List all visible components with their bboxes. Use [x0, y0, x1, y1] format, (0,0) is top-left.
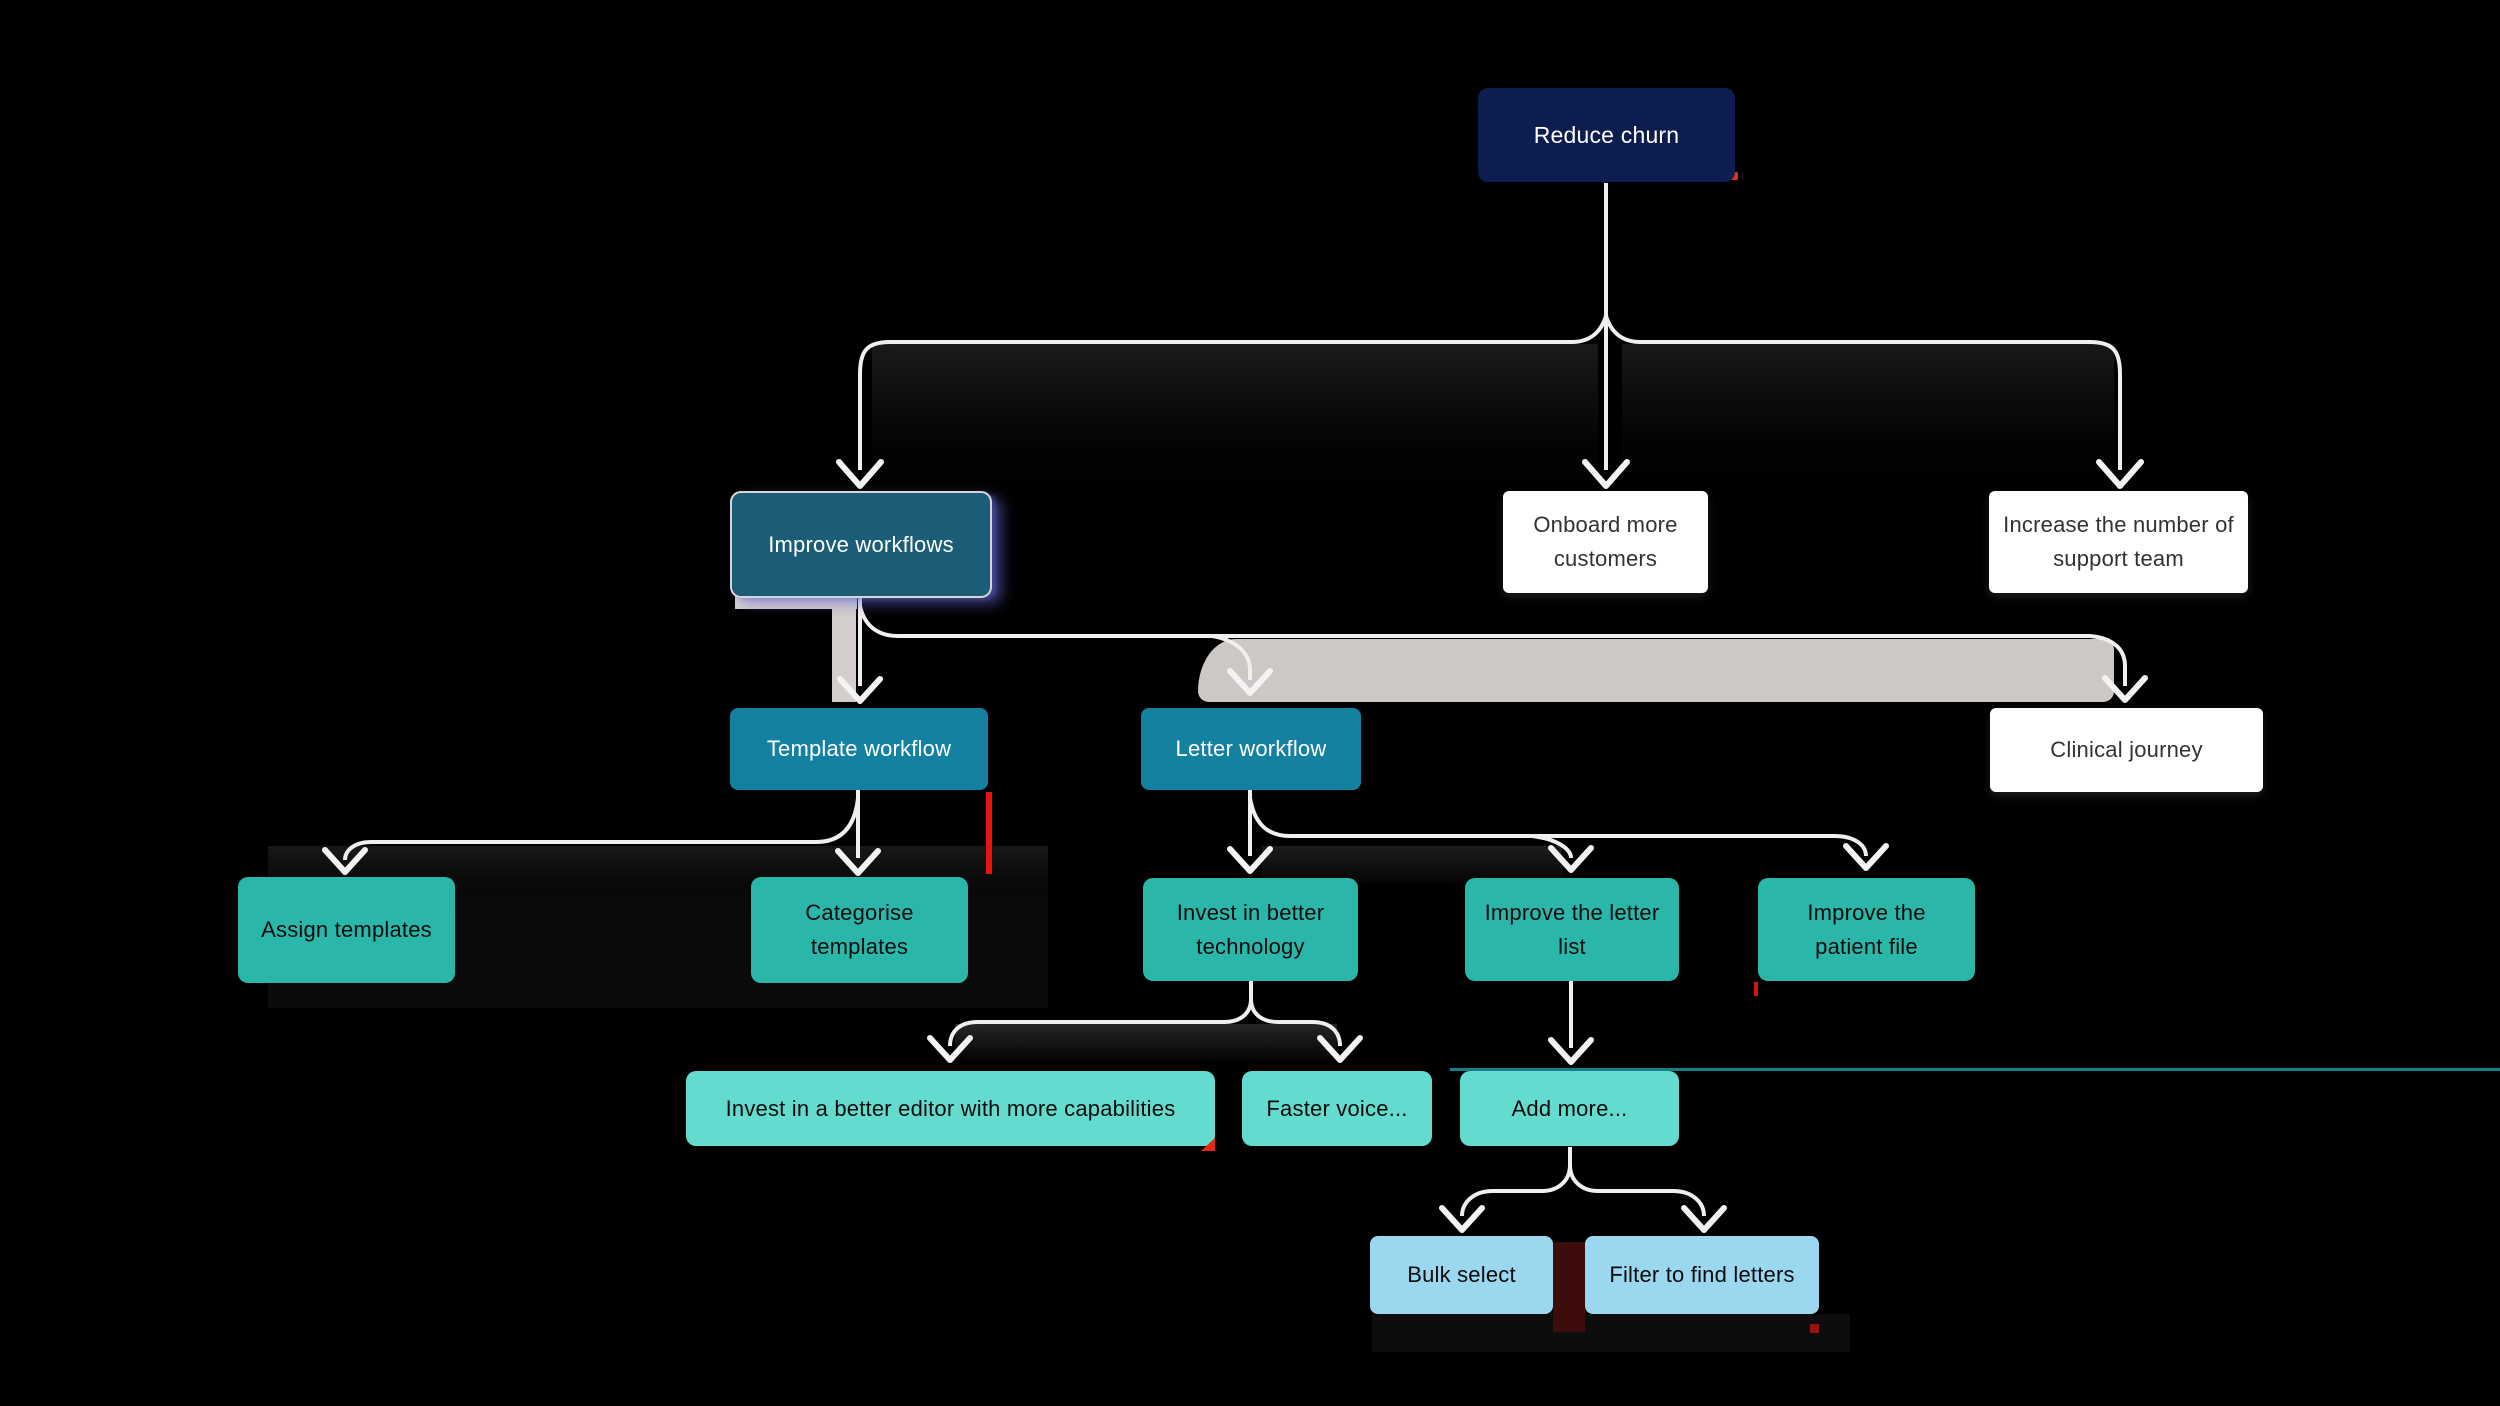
node-bulk-select[interactable]: Bulk select — [1370, 1236, 1553, 1314]
connector-letterlist-to-addmore — [1548, 981, 1594, 1065]
red-tick-filter-corner — [1810, 1324, 1819, 1333]
highlight-band-improve-bottom — [735, 596, 857, 609]
arrow-down-icon — [1681, 1205, 1727, 1233]
node-clinical-journey[interactable]: Clinical journey — [1990, 708, 2263, 792]
node-label: Bulk select — [1407, 1262, 1516, 1287]
node-label: Onboard more customers — [1533, 512, 1678, 571]
connector-addmore-to-filter — [1568, 1164, 1727, 1233]
arrow-down-icon — [1548, 1037, 1594, 1065]
node-label: Improve workflows — [768, 531, 954, 557]
node-onboard-more-customers[interactable]: Onboard more customers — [1503, 491, 1708, 593]
connector-letter-to-patient-file — [1532, 834, 1889, 871]
node-filter-to-find-letters[interactable]: Filter to find letters — [1585, 1236, 1819, 1314]
maroon-block-between-bulk-filter — [1553, 1242, 1585, 1332]
node-letter-workflow[interactable]: Letter workflow — [1141, 708, 1361, 790]
node-label: Template workflow — [766, 736, 952, 761]
node-add-more[interactable]: Add more... — [1460, 1071, 1679, 1146]
shade-block-top-right — [1622, 344, 2114, 472]
connector-addmore-to-bulk — [1439, 1147, 1572, 1233]
node-assign-templates[interactable]: Assign templates — [238, 877, 455, 983]
node-improve-patient-file[interactable]: Improve the patient file — [1758, 878, 1975, 981]
node-label: Invest in better technology — [1176, 899, 1325, 959]
node-label: Letter workflow — [1175, 736, 1327, 761]
node-improve-letter-list[interactable]: Improve the letter list — [1465, 878, 1679, 981]
node-label: Clinical journey — [2050, 737, 2203, 762]
node-label: Reduce churn — [1533, 122, 1680, 148]
red-tick-patient-file — [1754, 982, 1758, 996]
node-invest-better-technology[interactable]: Invest in better technology — [1143, 878, 1358, 981]
shade-block-editor-brace — [955, 1024, 1337, 1064]
node-invest-better-editor[interactable]: Invest in a better editor with more capa… — [686, 1071, 1215, 1146]
node-label: Categorise templates — [805, 900, 914, 959]
node-reduce-churn[interactable]: Reduce churn — [1478, 88, 1735, 182]
node-label: Increase the number of support team — [2003, 512, 2234, 571]
arrow-down-icon — [1843, 843, 1889, 871]
node-label: Invest in a better editor with more capa… — [725, 1095, 1176, 1121]
node-faster-voice[interactable]: Faster voice... — [1242, 1071, 1432, 1146]
node-improve-workflows[interactable]: Improve workflows — [730, 491, 992, 598]
stray-teal-line — [1450, 1068, 2500, 1071]
node-increase-support-team[interactable]: Increase the number of support team — [1989, 491, 2248, 593]
node-label: Improve the patient file — [1807, 899, 1926, 959]
node-label: Add more... — [1511, 1095, 1628, 1121]
node-label: Improve the letter list — [1484, 899, 1660, 959]
shade-block-top-left — [872, 344, 1598, 480]
highlight-band-to-clinical — [1198, 639, 2114, 702]
node-label: Assign templates — [261, 917, 432, 942]
node-template-workflow[interactable]: Template workflow — [730, 708, 988, 790]
arrow-down-icon — [1439, 1205, 1485, 1233]
shade-block-below-bulk-row — [1372, 1314, 1850, 1352]
node-categorise-templates[interactable]: Categorise templates — [751, 877, 968, 983]
highlight-band-to-template — [832, 596, 856, 702]
red-line-annotation — [986, 792, 992, 874]
node-label: Faster voice... — [1266, 1095, 1408, 1121]
node-label: Filter to find letters — [1609, 1262, 1795, 1287]
